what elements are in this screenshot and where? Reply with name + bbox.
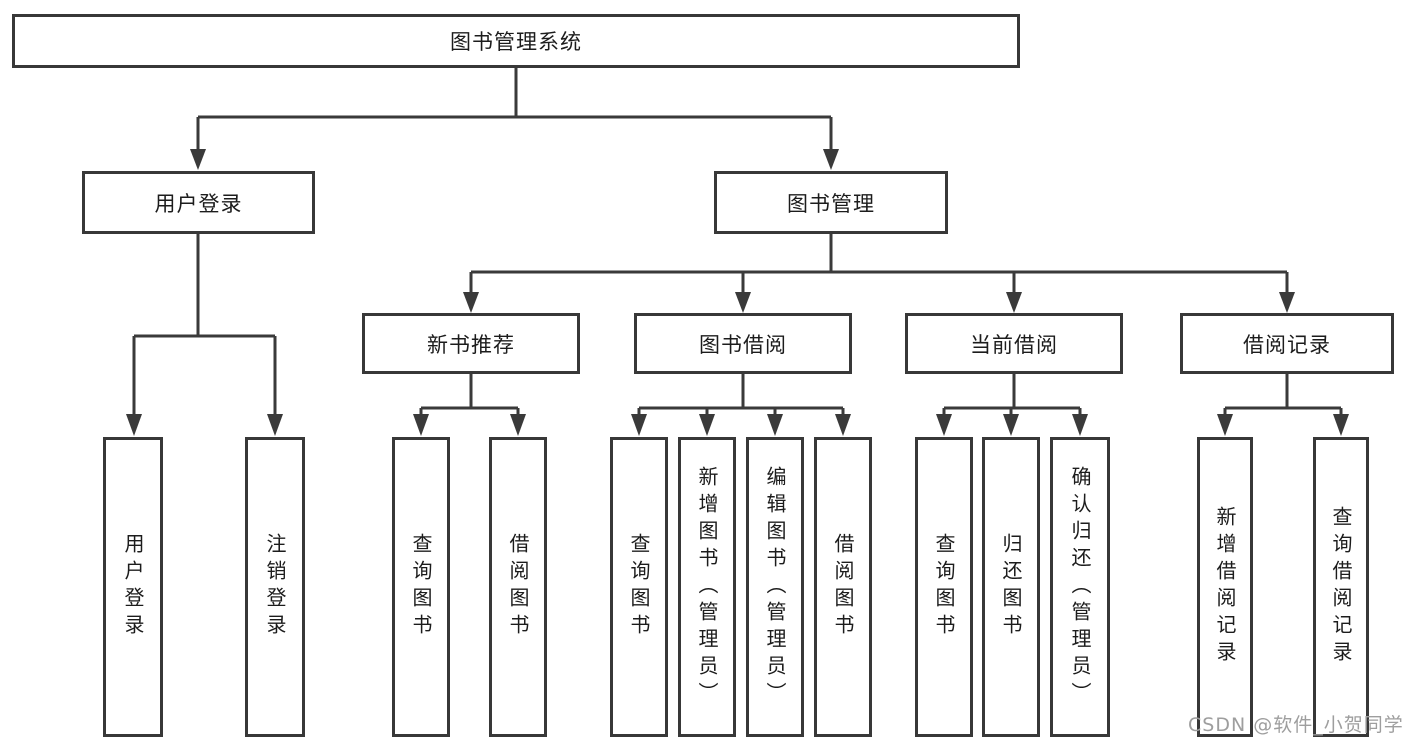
leaf-newbook-borrow-books: 借阅图书 <box>489 437 547 737</box>
leaf-logout: 注销登录 <box>245 437 305 737</box>
edges-book-borrowing-leaves <box>631 374 851 436</box>
edges-user-login-leaves <box>126 234 283 436</box>
leaf-borrowing-add-books-admin: 新增图书（管理员） <box>678 437 736 737</box>
node-new-book-recommend: 新书推荐 <box>362 313 580 374</box>
node-book-borrowing: 图书借阅 <box>634 313 852 374</box>
leaf-newbook-query-books: 查询图书 <box>392 437 450 737</box>
node-label: 借阅记录 <box>1243 332 1331 357</box>
node-label: 借阅图书 <box>506 533 530 641</box>
edges-borrowing-records-leaves <box>1217 374 1349 436</box>
edges-current-borrowing-leaves <box>936 374 1088 436</box>
node-label: 新增图书（管理员） <box>695 465 719 709</box>
leaf-user-login: 用户登录 <box>103 437 163 737</box>
leaf-borrowing-edit-books-admin: 编辑图书（管理员） <box>746 437 804 737</box>
edges-new-book-recommend-leaves <box>413 374 526 436</box>
edges-book-management-to-level3 <box>463 233 1295 313</box>
node-label: 新增借阅记录 <box>1213 506 1237 668</box>
node-label: 图书借阅 <box>699 332 787 357</box>
csdn-watermark: CSDN @软件_小贺同学 <box>1188 714 1404 736</box>
leaf-records-query-record: 查询借阅记录 <box>1313 437 1369 737</box>
leaf-borrowing-borrow-books: 借阅图书 <box>814 437 872 737</box>
node-borrowing-records: 借阅记录 <box>1180 313 1394 374</box>
node-label: 确认归还（管理员） <box>1068 465 1092 709</box>
edges-root-to-level2 <box>190 67 839 170</box>
leaf-current-confirm-return-admin: 确认归还（管理员） <box>1050 437 1110 737</box>
node-current-borrowing: 当前借阅 <box>905 313 1123 374</box>
leaf-borrowing-query-books: 查询图书 <box>610 437 668 737</box>
leaf-current-return-books: 归还图书 <box>982 437 1040 737</box>
node-label: 图书管理系统 <box>450 30 582 54</box>
node-label: 编辑图书（管理员） <box>763 465 787 709</box>
leaf-records-add-record: 新增借阅记录 <box>1197 437 1253 737</box>
node-root-system: 图书管理系统 <box>12 14 1020 68</box>
node-book-management: 图书管理 <box>714 171 948 234</box>
leaf-current-query-books: 查询图书 <box>915 437 973 737</box>
node-label: 图书管理 <box>787 191 875 216</box>
node-label: 注销登录 <box>263 533 287 641</box>
node-label: 用户登录 <box>121 533 145 641</box>
node-label: 查询图书 <box>409 533 433 641</box>
node-user-login: 用户登录 <box>82 171 315 234</box>
node-label: 查询借阅记录 <box>1329 506 1353 668</box>
node-label: 查询图书 <box>627 533 651 641</box>
node-label: 当前借阅 <box>970 332 1058 357</box>
node-label: 借阅图书 <box>831 533 855 641</box>
node-label: 归还图书 <box>999 533 1023 641</box>
node-label: 新书推荐 <box>427 332 515 357</box>
node-label: 用户登录 <box>154 191 243 216</box>
node-label: 查询图书 <box>932 533 956 641</box>
